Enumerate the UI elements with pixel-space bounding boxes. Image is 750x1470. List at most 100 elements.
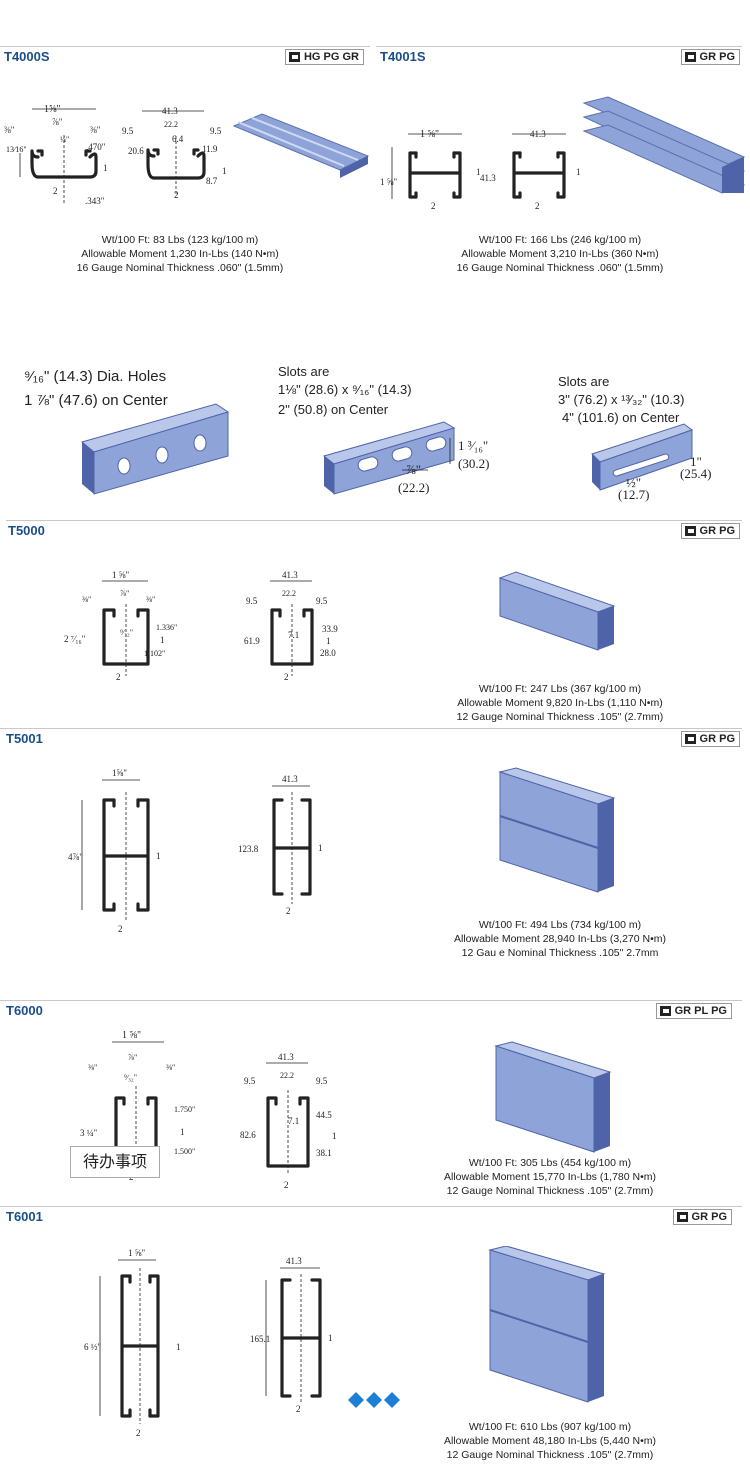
dim-b: 8.7 xyxy=(206,176,218,186)
spec-weight: Wt/100 Ft: 247 Lbs (367 kg/100 m) xyxy=(478,683,642,695)
dim-h1: 13⁄16" xyxy=(6,145,27,154)
holes-2-dimB2: (22.2) xyxy=(398,480,430,495)
dim-left: ⅜" xyxy=(82,595,91,604)
t5001-badge-text: GR PG xyxy=(699,733,735,745)
spec-gauge: 12 Gauge Nominal Thickness .105" (2.7mm) xyxy=(456,711,664,723)
dim-total: 41.3 xyxy=(282,570,298,580)
dim-lip: 6.4 xyxy=(172,134,184,144)
spec-gauge: 12 Gauge Nominal Thickness .105" (2.7mm) xyxy=(446,1449,654,1461)
t4001s-badge-text: GR PG xyxy=(699,51,735,63)
dim-mid: 22.2 xyxy=(280,1071,294,1080)
t5001-header: T5001 GR PG xyxy=(0,728,742,747)
dim-total: 41.3 xyxy=(278,1052,294,1062)
dim-height: 1 ⅝" xyxy=(380,177,398,187)
axis-2: 2 xyxy=(431,201,436,211)
dim-lip: 7.1 xyxy=(288,1116,299,1126)
t4001s-specs: Wt/100 Ft: 166 Lbs (246 kg/100 m) Allowa… xyxy=(420,233,700,275)
t6001-specs: Wt/100 Ft: 610 Lbs (907 kg/100 m) Allowa… xyxy=(410,1420,690,1462)
t6001-badge: GR PG xyxy=(672,1209,732,1225)
holes-2-line1: Slots are xyxy=(278,364,330,379)
dim-lip: ¼" xyxy=(60,135,69,144)
dim-right: ⅜" xyxy=(90,125,101,135)
diamond-icon xyxy=(348,1392,400,1408)
t5001-imperial-drawing: 1⅝" 4⅞" 1 2 xyxy=(68,768,161,934)
spec-moment: Allowable Moment 3,210 In-Lbs (360 N•m) xyxy=(461,248,659,260)
spec-weight: Wt/100 Ft: 305 Lbs (454 kg/100 m) xyxy=(468,1157,632,1169)
dim-total: 1 ⅝" xyxy=(420,129,439,140)
axis-1: 1 xyxy=(332,1131,337,1141)
dim-mid: 22.2 xyxy=(164,120,178,129)
dim-right: 9.5 xyxy=(316,1076,328,1086)
axis-2: 2 xyxy=(535,201,540,211)
dim-height: 165.1 xyxy=(250,1334,270,1344)
dim-left: 9.5 xyxy=(244,1076,256,1086)
t5000-badge: GR PG xyxy=(680,523,740,539)
t5000-specs: Wt/100 Ft: 247 Lbs (367 kg/100 m) Allowa… xyxy=(420,682,700,724)
t5001-badge: GR PG xyxy=(680,731,740,747)
certification-icon xyxy=(288,52,300,62)
t4001s-badge: GR PG xyxy=(680,49,740,65)
diamond-icons xyxy=(348,1390,402,1415)
dim-total: 1 ⅝" xyxy=(128,1248,146,1258)
dim-right: 9.5 xyxy=(316,596,328,606)
holes-2-dimA2: (30.2) xyxy=(458,456,490,471)
axis-2: 2 xyxy=(284,672,289,682)
certification-icon xyxy=(676,1212,688,1222)
holes-1-channel xyxy=(80,403,230,495)
t5001-title: T5001 xyxy=(6,731,43,746)
todo-popup[interactable]: 待办事项 xyxy=(70,1146,160,1178)
spec-moment: Allowable Moment 9,820 In-Lbs (1,110 N•m… xyxy=(457,697,663,709)
dim-b: .343" xyxy=(85,196,105,206)
t5000-channel-render xyxy=(498,571,616,651)
t5000-imperial-drawing: 1 ⅝" ⅜" ⅞" ⅜" ⁹⁄₃₂" 2 ⁷⁄₁₆" 1.336" 1.102… xyxy=(64,570,177,682)
axis-2: 2 xyxy=(116,672,121,682)
axis-1: 1 xyxy=(576,167,581,177)
t4001s-title: T4001S xyxy=(380,49,426,64)
dim-upper: 1.750" xyxy=(174,1105,195,1114)
t6000-specs: Wt/100 Ft: 305 Lbs (454 kg/100 m) Allowa… xyxy=(410,1156,690,1198)
dim-total: 41.3 xyxy=(286,1256,302,1266)
dim-upper: 44.5 xyxy=(316,1110,332,1120)
t4001s-channel-render xyxy=(582,96,746,194)
holes-3-channel xyxy=(591,423,694,491)
certification-icon xyxy=(684,52,696,62)
spec-gauge: 12 Gau e Nominal Thickness .105" 2.7mm xyxy=(461,947,659,959)
t6000-metric-drawing: 41.3 9.5 22.2 9.5 7.1 82.6 44.5 38.1 1 2 xyxy=(240,1052,337,1190)
dim-lip: 7.1 xyxy=(288,630,299,640)
dim-height: 61.9 xyxy=(244,636,260,646)
axis-2: 2 xyxy=(286,906,291,916)
t4000s-badge-text: HG PG GR xyxy=(303,51,359,63)
dim-h1: 20.6 xyxy=(128,146,144,156)
spec-weight: Wt/100 Ft: 610 Lbs (907 kg/100 m) xyxy=(468,1421,632,1433)
t6000-badge: GR PL PG xyxy=(655,1003,732,1019)
t4000s-title: T4000S xyxy=(4,49,50,64)
axis-1: 1 xyxy=(318,843,323,853)
dim-right: ⅜" xyxy=(146,595,155,604)
t4000s-metric-drawing: 41.3 9.5 22.2 9.5 6.4 20.6 11.9 1 2 8.7 xyxy=(122,106,227,200)
spec-gauge: 12 Gauge Nominal Thickness .105" (2.7mm) xyxy=(446,1185,654,1197)
dim-lower: 28.0 xyxy=(320,648,336,658)
spec-moment: Allowable Moment 15,770 In-Lbs (1,780 N•… xyxy=(443,1171,657,1183)
holes-1-line2: 1 ⅞" (47.6) on Center xyxy=(24,392,168,409)
dim-lower: 1.500" xyxy=(174,1147,195,1156)
holes-3-dimB2: (12.7) xyxy=(618,487,650,502)
t5001-metric-drawing: 41.3 123.8 1 2 xyxy=(238,774,323,916)
dim-total: 1 ⅝" xyxy=(112,570,130,580)
t4001s-imperial-drawing: 1 ⅝" 1 ⅝" 1 2 xyxy=(380,129,481,211)
axis-2: 2 xyxy=(284,1180,289,1190)
t4001s-header: T4001S GR PG xyxy=(376,46,742,65)
dim-left: ⅜" xyxy=(4,125,15,135)
dim-total: 1 ⅝" xyxy=(122,1030,141,1041)
t5000-badge-text: GR PG xyxy=(699,525,735,537)
t6000-imperial-drawing: 1 ⅝" ⅜" ⅞" ⅜" ⁹⁄₃₂" 3 ¼" 1.750" 1.500" 1 xyxy=(80,1030,195,1176)
t6001-header: T6001 GR PG xyxy=(0,1206,742,1225)
dim-lower: 38.1 xyxy=(316,1148,332,1158)
dim-mid: ⅞" xyxy=(128,1053,137,1062)
t4001s-metric-drawing: 41.3 41.3 1 2 xyxy=(480,129,581,211)
holes-2-channel xyxy=(322,421,456,495)
t6000-title: T6000 xyxy=(6,1003,43,1018)
holes-3-dimB: ½" xyxy=(626,475,642,490)
t5000-title: T5000 xyxy=(8,523,45,538)
dim-total: 41.3 xyxy=(282,774,298,784)
dim-right: ⅜" xyxy=(166,1063,175,1072)
